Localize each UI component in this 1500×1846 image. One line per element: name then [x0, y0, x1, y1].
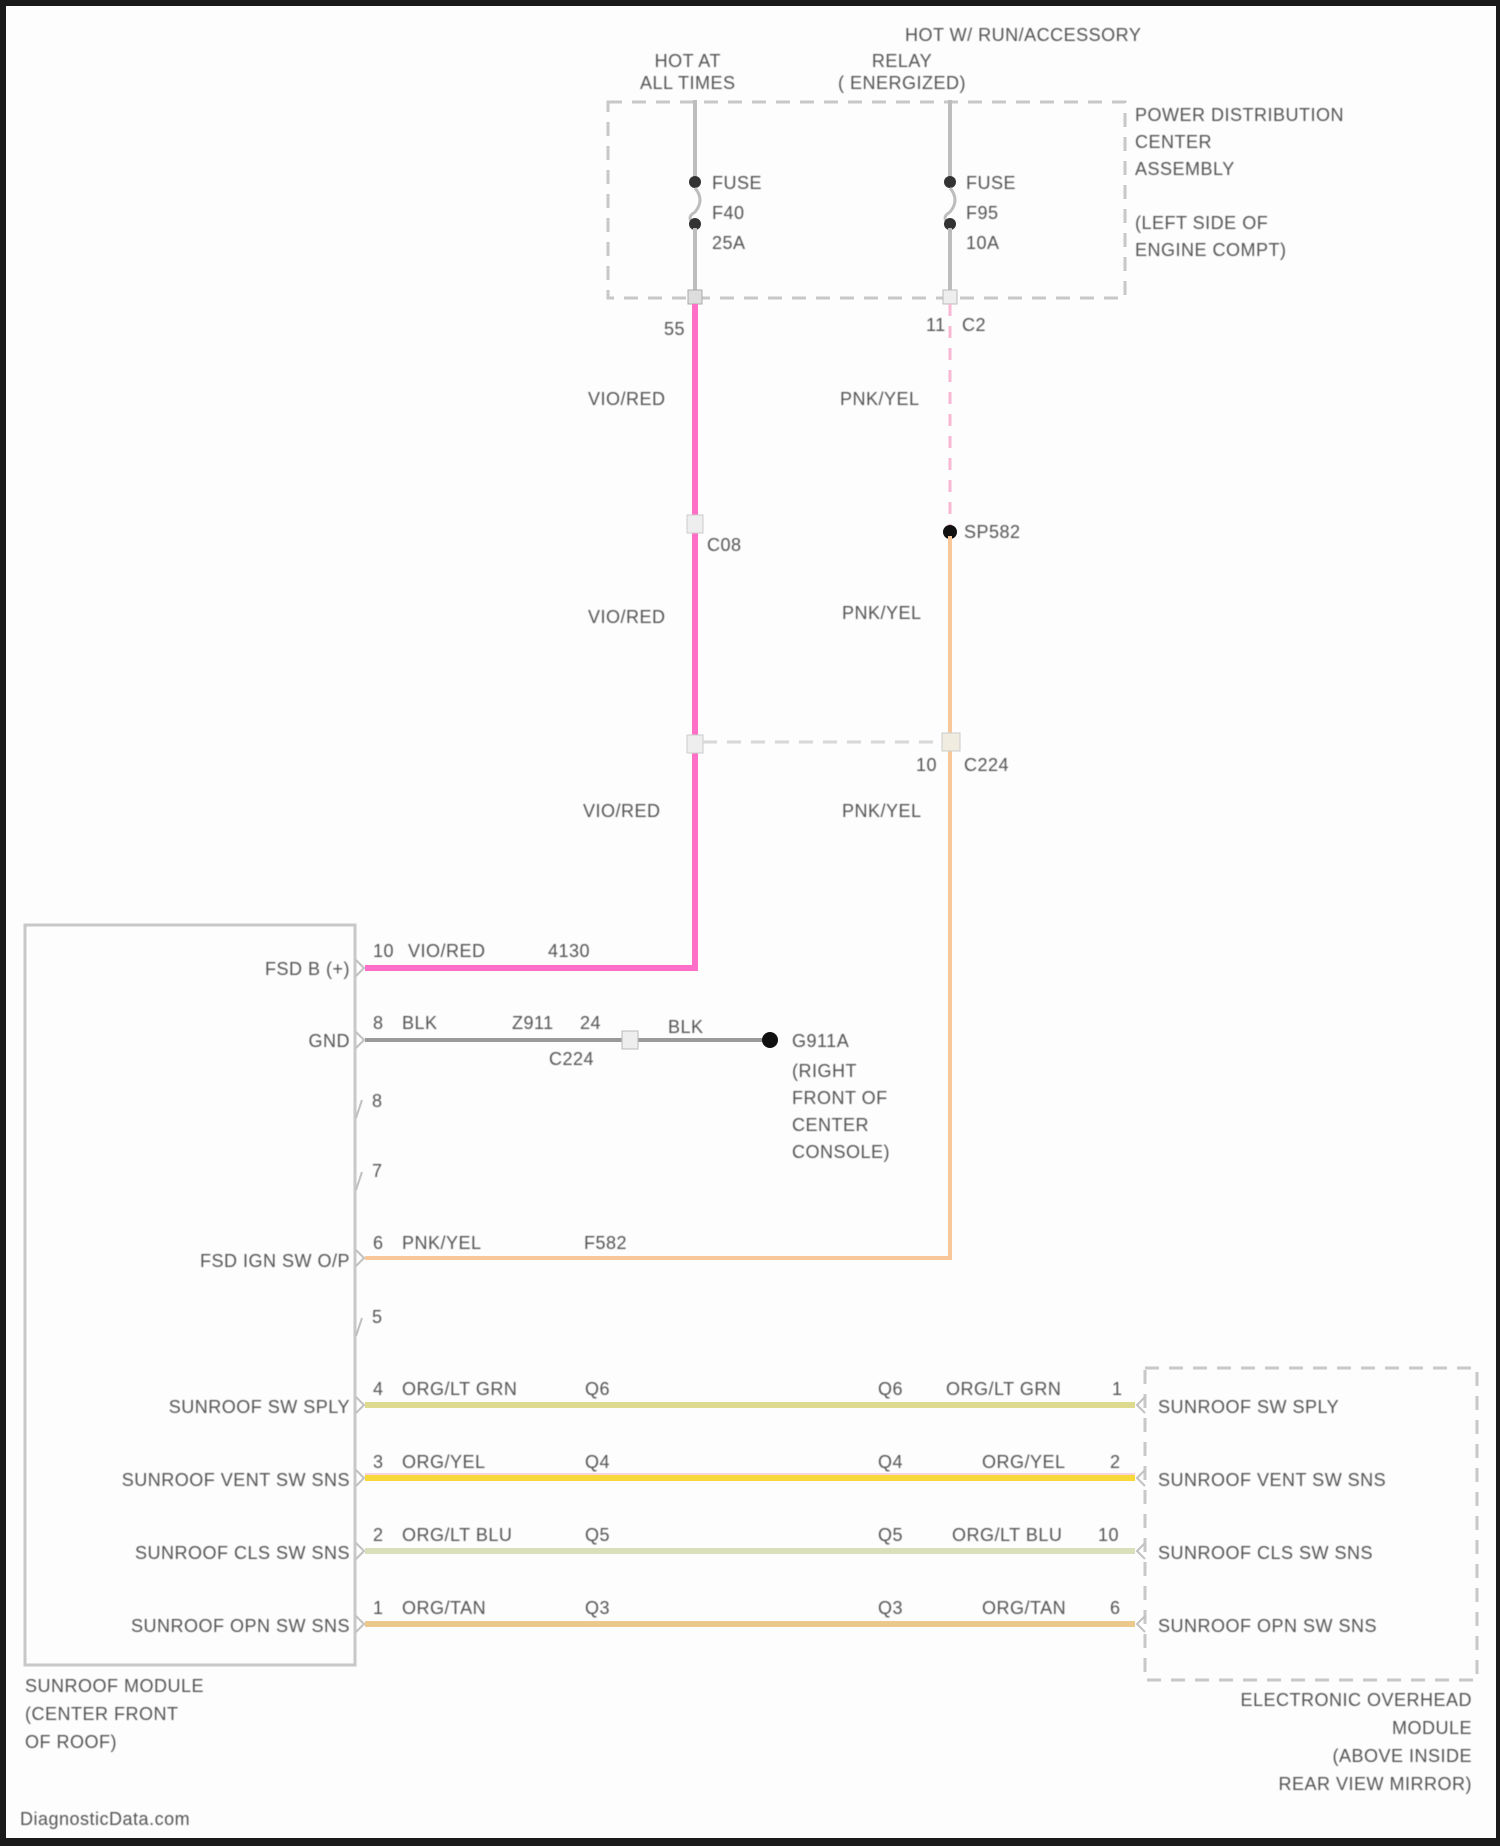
- splice-sp582-label: SP582: [964, 522, 1021, 542]
- overhead-module-title: ELECTRONIC OVERHEAD MODULE (ABOVE INSIDE…: [1240, 1690, 1472, 1794]
- fuse-f40-id: F40: [712, 203, 745, 223]
- ohm-pin-1-name: SUNROOF SW SPLY: [1158, 1397, 1340, 1417]
- pin-8b-num: 8: [372, 1091, 383, 1111]
- circuit-f582: F582: [584, 1233, 628, 1253]
- splice-sp582: [943, 525, 957, 539]
- pdc-pin-55: 55: [664, 319, 686, 339]
- fuse-f40-top-dot: [689, 176, 701, 188]
- pin-4-num: 4: [373, 1379, 384, 1399]
- ohm-pin-2-circuit: Q4: [878, 1452, 904, 1472]
- pin-6-wire: PNK/YEL: [402, 1233, 482, 1253]
- wire-pnk-yel: [365, 536, 952, 1260]
- pin-2-num: 2: [373, 1525, 384, 1545]
- pin-4-name: SUNROOF SW SPLY: [168, 1397, 350, 1417]
- pin-4-circuit-left: Q6: [585, 1379, 611, 1399]
- module-pin-stubs: [355, 959, 366, 1633]
- ohm-pin-2-name: SUNROOF VENT SW SNS: [1158, 1470, 1387, 1490]
- pnk-yel-label-3: PNK/YEL: [842, 801, 922, 821]
- pin-2-circuit-left: Q5: [585, 1525, 611, 1545]
- connector-c224-ground: [621, 1030, 639, 1050]
- pnk-yel-label-1: PNK/YEL: [840, 389, 920, 409]
- sunroof-module-box: [23, 923, 357, 1667]
- pdc-connector-c2: C2: [962, 315, 987, 335]
- ohm-pin-10-wire: ORG/LT BLU: [952, 1525, 1063, 1545]
- pdc-box: [606, 100, 1127, 300]
- connector-c224-left: [686, 734, 704, 754]
- ohm-pin-10-name: SUNROOF CLS SW SNS: [1158, 1543, 1374, 1563]
- pin-3-num: 3: [373, 1452, 384, 1472]
- fuse-f40-label: FUSE: [712, 173, 763, 193]
- fuse-f95-label: FUSE: [966, 173, 1017, 193]
- relay-energized-label: RELAY ( ENERGIZED): [838, 51, 967, 93]
- ohm-pin-1-circuit: Q6: [878, 1379, 904, 1399]
- fuse-f95-id: F95: [966, 203, 999, 223]
- pin-3-circuit-left: Q4: [585, 1452, 611, 1472]
- ohm-pin-2-wire: ORG/YEL: [982, 1452, 1066, 1472]
- ground-wire-after-label: BLK: [668, 1017, 704, 1037]
- pdc-label: POWER DISTRIBUTION CENTER ASSEMBLY (LEFT…: [1135, 105, 1345, 260]
- ground-connector-c224: C224: [549, 1049, 595, 1069]
- watermark: DiagnosticData.com: [20, 1809, 191, 1829]
- pin-6-num: 6: [373, 1233, 384, 1253]
- ohm-pin-10-circuit: Q5: [878, 1525, 904, 1545]
- ohm-pin-1-num: 1: [1112, 1379, 1123, 1399]
- ohm-pin-6-wire: ORG/TAN: [982, 1598, 1067, 1618]
- ground-g911a-label: G911A: [792, 1031, 850, 1051]
- pin-10-num: 10: [373, 941, 395, 961]
- pin-5-num: 5: [372, 1307, 383, 1327]
- fuse-f95-top-dot: [944, 176, 956, 188]
- ground-location-label: (RIGHT FRONT OF CENTER CONSOLE): [792, 1061, 891, 1162]
- ohm-pin-6-circuit: Q3: [878, 1598, 904, 1618]
- pin-4-wire: ORG/LT GRN: [402, 1379, 518, 1399]
- vio-red-label-1: VIO/RED: [588, 389, 666, 409]
- circuit-4130: 4130: [548, 941, 591, 961]
- pin-1-name: SUNROOF OPN SW SNS: [130, 1616, 350, 1636]
- pdc-c2-connector: [942, 289, 958, 305]
- fuse-f95-rating: 10A: [966, 233, 1000, 253]
- sunroof-module-title: SUNROOF MODULE (CENTER FRONT OF ROOF): [25, 1676, 205, 1752]
- pin-3-wire: ORG/YEL: [402, 1452, 486, 1472]
- overhead-pin-stubs: [1135, 1396, 1146, 1633]
- ohm-pin-2-num: 2: [1110, 1452, 1121, 1472]
- c224-label: C224: [964, 755, 1010, 775]
- fuse-f95-bottom-dot: [944, 218, 956, 230]
- ohm-pin-10-num: 10: [1098, 1525, 1120, 1545]
- vio-red-label-3: VIO/RED: [583, 801, 661, 821]
- pin-1-circuit-left: Q3: [585, 1598, 611, 1618]
- pin-2-name: SUNROOF CLS SW SNS: [134, 1543, 350, 1563]
- fuse-f40-bottom-dot: [689, 218, 701, 230]
- pdc-pin-55-connector: [687, 289, 703, 305]
- ohm-pin-6-num: 6: [1110, 1598, 1121, 1618]
- connector-c224-right: [941, 732, 961, 752]
- ohm-pin-6-name: SUNROOF OPN SW SNS: [1158, 1616, 1378, 1636]
- pin-10-wire: VIO/RED: [408, 941, 486, 961]
- connector-c08-label: C08: [707, 535, 742, 555]
- ohm-pin-1-wire: ORG/LT GRN: [946, 1379, 1062, 1399]
- pin-3-name: SUNROOF VENT SW SNS: [121, 1470, 350, 1490]
- ground-g911a-icon: [762, 1032, 778, 1048]
- pin-gnd-name: GND: [308, 1031, 350, 1051]
- vio-red-label-2: VIO/RED: [588, 607, 666, 627]
- pdc-pin-11: 11: [926, 315, 946, 335]
- ground-connector-pin-24: 24: [580, 1013, 602, 1033]
- pin-1-num: 1: [373, 1598, 384, 1618]
- hot-w-run-accessory-label: HOT W/ RUN/ACCESSORY: [905, 25, 1142, 45]
- ground-circuit-z911: Z911: [512, 1013, 554, 1033]
- connector-c08: [686, 514, 704, 534]
- overhead-module-box: [1143, 1366, 1479, 1682]
- pin-fsd-b-name: FSD B (+): [264, 959, 350, 979]
- pin-2-wire: ORG/LT BLU: [402, 1525, 513, 1545]
- hot-at-all-times-label: HOT AT ALL TIMES: [640, 51, 736, 93]
- pin-1-wire: ORG/TAN: [402, 1598, 487, 1618]
- pin-7-num: 7: [372, 1161, 383, 1181]
- pin-fsd-ign-name: FSD IGN SW O/P: [199, 1251, 350, 1271]
- ground-wire-label: BLK: [402, 1013, 438, 1033]
- pin-8-num: 8: [373, 1013, 384, 1033]
- fuse-f40-rating: 25A: [712, 233, 746, 253]
- pnk-yel-label-2: PNK/YEL: [842, 603, 922, 623]
- c224-pin-10-label: 10: [916, 755, 938, 775]
